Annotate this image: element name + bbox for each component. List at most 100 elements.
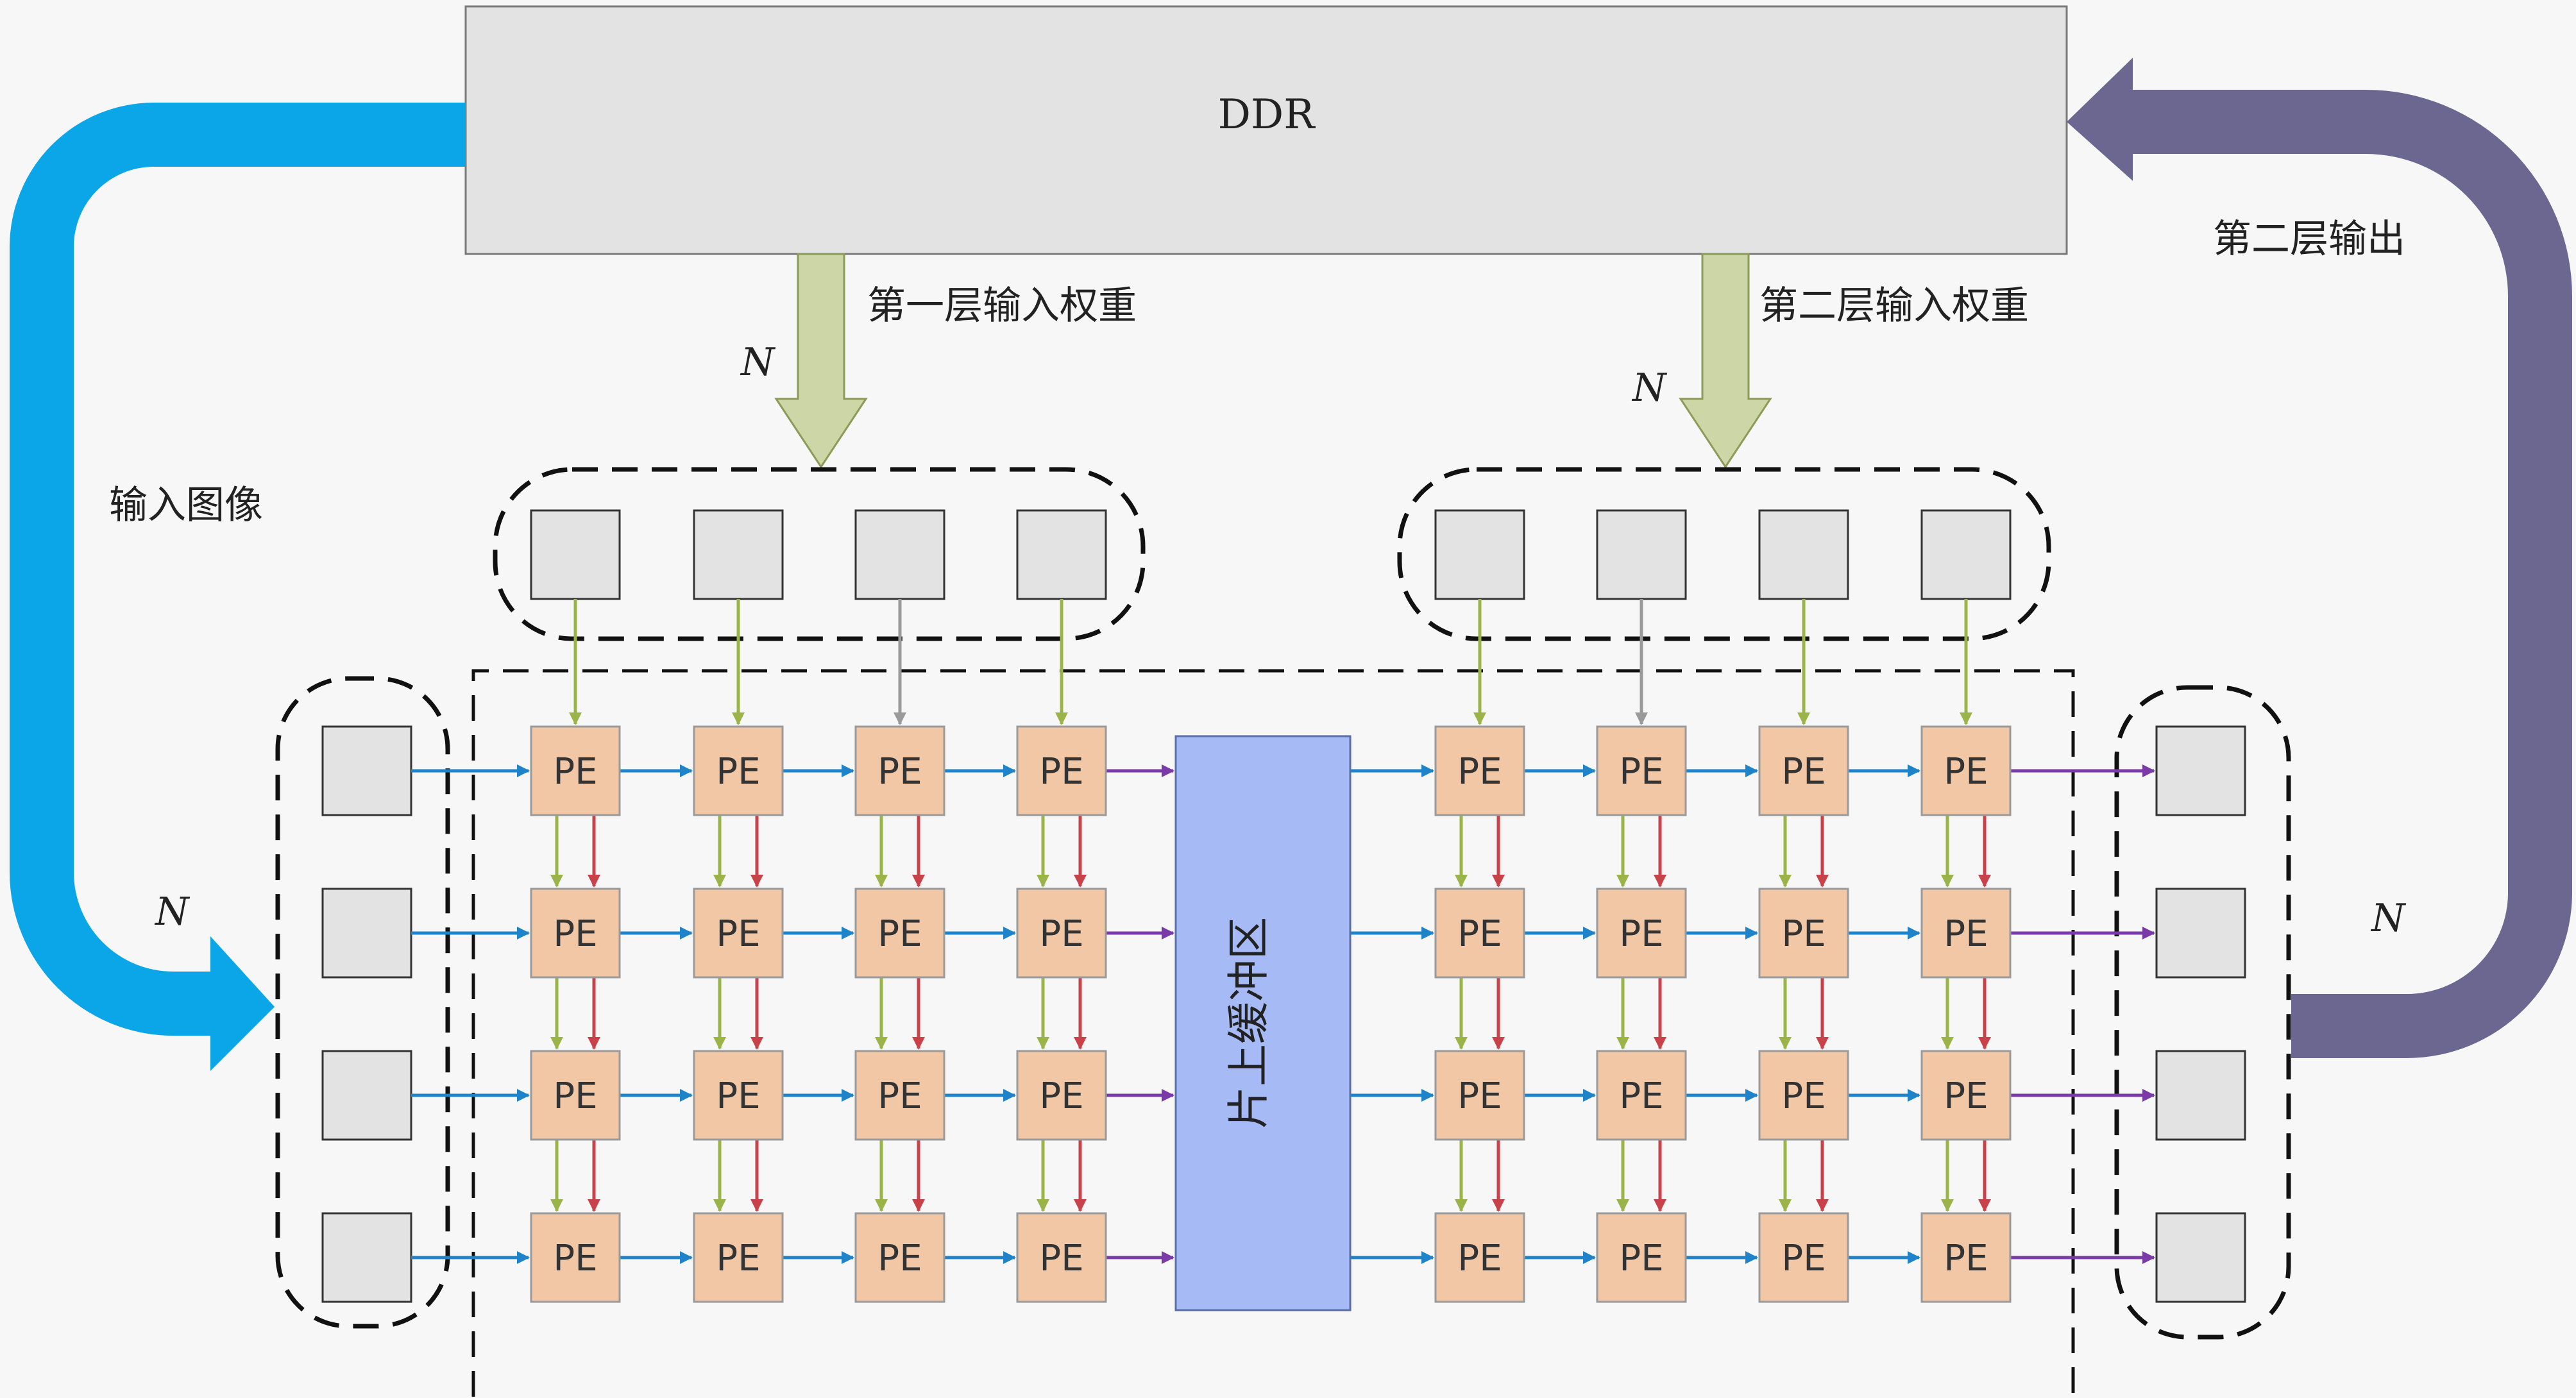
pe-right-r2-c4-label: PE xyxy=(1944,913,1988,955)
pe-left-r1-c1-label: PE xyxy=(553,751,597,793)
pe-right-r2-c3 xyxy=(1758,888,1849,979)
n-symbol-left-weights: N xyxy=(740,340,776,385)
output-group xyxy=(2114,685,2291,1340)
pe-left-r4-c1-label: PE xyxy=(553,1238,597,1279)
input-cell-3 xyxy=(321,1050,412,1141)
pe-left-r4-c3-label: PE xyxy=(877,1238,922,1279)
right-weights-label: 第二层输入权重 xyxy=(1759,283,2029,328)
weight-cell-right-1 xyxy=(1434,509,1525,600)
pe-left-r1-c3 xyxy=(854,725,945,816)
pe-left-r3-c1 xyxy=(530,1050,621,1141)
input-cell-4 xyxy=(321,1212,412,1303)
pe-right-r2-c3-label: PE xyxy=(1781,913,1826,955)
weight-cell-right-4 xyxy=(1920,509,2012,600)
pe-right-r3-c4-label: PE xyxy=(1944,1075,1988,1117)
n-symbol-right-weights: N xyxy=(1631,366,1668,410)
pe-right-r3-c3 xyxy=(1758,1050,1849,1141)
weight-cell-left-3 xyxy=(854,509,945,600)
input-cell-2 xyxy=(321,888,412,979)
pe-right-r4-c3 xyxy=(1758,1212,1849,1303)
on-chip-buffer xyxy=(1174,735,1352,1311)
pe-left-r4-c3 xyxy=(854,1212,945,1303)
pe-right-r1-c4-label: PE xyxy=(1944,751,1988,793)
pe-right-r2-c4 xyxy=(1920,888,2012,979)
pe-layer: PE PE PE PE PE PE PE PE PE PE PE PE PE PE PE PE PE PE PE PE… xyxy=(530,725,2012,1303)
on-chip-buffer-label: 片上缓冲区 xyxy=(1224,917,1273,1129)
ddr-label: DDR xyxy=(1218,91,1316,139)
weight-group-right xyxy=(1397,467,2051,641)
array-boundary xyxy=(471,669,2075,1397)
input-label: 输入图像 xyxy=(109,483,263,528)
pe-right-r4-c2 xyxy=(1596,1212,1687,1303)
pe-left-r2-c2-label: PE xyxy=(716,913,760,955)
pe-left-r4-c2 xyxy=(693,1212,784,1303)
pe-right-r1-c2-label: PE xyxy=(1619,751,1663,793)
pe-left-r2-c1-label: PE xyxy=(553,913,597,955)
left-weights-label: 第一层输入权重 xyxy=(867,283,1137,328)
pe-right-r3-c2-label: PE xyxy=(1619,1075,1663,1117)
pe-right-r3-c2 xyxy=(1596,1050,1687,1141)
pe-left-r3-c4 xyxy=(1016,1050,1107,1141)
pe-left-r2-c2 xyxy=(693,888,784,979)
pe-left-r3-c2-label: PE xyxy=(716,1075,760,1117)
cell-layer xyxy=(321,509,2246,1303)
pe-left-r1-c2-label: PE xyxy=(716,751,760,793)
pe-left-r3-c2 xyxy=(693,1050,784,1141)
pe-left-r2-c4-label: PE xyxy=(1039,913,1083,955)
pe-left-r4-c1 xyxy=(530,1212,621,1303)
output-cell-2 xyxy=(2155,888,2246,979)
weight-cell-right-3 xyxy=(1758,509,1849,600)
pe-right-r4-c4-label: PE xyxy=(1944,1238,1988,1279)
weight-cell-left-2 xyxy=(693,509,784,600)
pe-right-r4-c4 xyxy=(1920,1212,2012,1303)
pe-left-r1-c4-label: PE xyxy=(1039,751,1083,793)
pe-left-r4-c4 xyxy=(1016,1212,1107,1303)
pe-left-r3-c1-label: PE xyxy=(553,1075,597,1117)
pe-left-r2-c4 xyxy=(1016,888,1107,979)
pe-right-r4-c2-label: PE xyxy=(1619,1238,1663,1279)
pe-right-r3-c4 xyxy=(1920,1050,2012,1141)
pe-right-r1-c4 xyxy=(1920,725,2012,816)
pe-right-r4-c1-label: PE xyxy=(1457,1238,1502,1279)
weight-cell-left-1 xyxy=(530,509,621,600)
output-cell-4 xyxy=(2155,1212,2246,1303)
pe-right-r3-c1 xyxy=(1434,1050,1525,1141)
pe-right-r1-c3 xyxy=(1758,725,1849,816)
pe-left-r1-c1 xyxy=(530,725,621,816)
ddr-block xyxy=(464,5,2068,255)
pe-left-r4-c2-label: PE xyxy=(716,1238,760,1279)
output-label: 第二层输出 xyxy=(2213,217,2405,262)
pe-left-r1-c2 xyxy=(693,725,784,816)
weight-arrow-left xyxy=(774,253,868,469)
input-cell-1 xyxy=(321,725,412,816)
n-symbol-input: N xyxy=(154,889,191,934)
pe-left-r3-c3 xyxy=(854,1050,945,1141)
pe-right-r3-c3-label: PE xyxy=(1781,1075,1826,1117)
pe-left-r1-c4 xyxy=(1016,725,1107,816)
input-group xyxy=(275,676,450,1329)
output-cell-3 xyxy=(2155,1050,2246,1141)
pe-right-r2-c2 xyxy=(1596,888,1687,979)
weight-cell-right-2 xyxy=(1596,509,1687,600)
pe-left-r4-c4-label: PE xyxy=(1039,1238,1083,1279)
pe-left-r3-c4-label: PE xyxy=(1039,1075,1083,1117)
pe-left-r3-c3-label: PE xyxy=(877,1075,922,1117)
wire-layer xyxy=(411,599,2155,1264)
pe-left-r2-c3 xyxy=(854,888,945,979)
pe-right-r1-c2 xyxy=(1596,725,1687,816)
pe-right-r4-c1 xyxy=(1434,1212,1525,1303)
pe-left-r1-c3-label: PE xyxy=(877,751,922,793)
weight-cell-left-4 xyxy=(1016,509,1107,600)
pe-left-r2-c1 xyxy=(530,888,621,979)
pe-right-r2-c2-label: PE xyxy=(1619,913,1663,955)
pe-right-r2-c1 xyxy=(1434,888,1525,979)
pe-right-r1-c1-label: PE xyxy=(1457,751,1502,793)
n-symbol-output: N xyxy=(2370,896,2407,941)
weight-group-left xyxy=(493,467,1146,641)
pe-right-r1-c3-label: PE xyxy=(1781,751,1826,793)
pe-right-r1-c1 xyxy=(1434,725,1525,816)
pe-left-r2-c3-label: PE xyxy=(877,913,922,955)
pe-right-r2-c1-label: PE xyxy=(1457,913,1502,955)
pe-right-r3-c1-label: PE xyxy=(1457,1075,1502,1117)
